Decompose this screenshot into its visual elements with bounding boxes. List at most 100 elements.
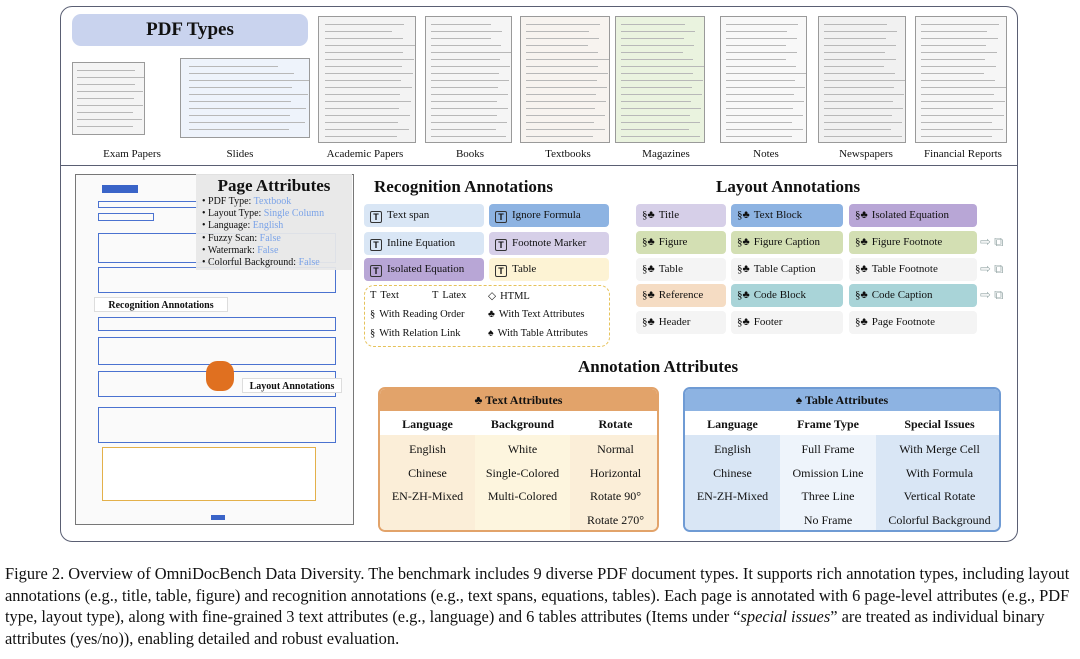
layout-tag: §♣Isolated Equation <box>849 204 977 227</box>
pdf-type-thumbnail <box>318 16 416 143</box>
figure-caption: Figure 2. Overview of OmniDocBench Data … <box>5 563 1075 649</box>
page-attribute-value: False <box>298 257 320 269</box>
page-attribute-row: • PDF Type: Textbook <box>202 196 292 207</box>
attribute-value: With Merge Cell <box>899 442 980 456</box>
page-attributes-title: Page Attributes <box>217 176 331 195</box>
pdf-type-thumbnail <box>720 16 807 143</box>
attribute-value: Rotate 90° <box>589 489 642 503</box>
layout-tag: §♣Footer <box>731 311 843 334</box>
page-attribute-key: Language: <box>208 220 251 232</box>
pdf-type-label: Textbooks <box>545 148 591 160</box>
annotation-type-icon: T <box>495 211 507 223</box>
layout-tag-icon: §♣ <box>855 316 868 328</box>
attribute-column-header: Background <box>475 413 570 435</box>
page-attribute-value: Textbook <box>253 196 292 207</box>
pdf-type-label: Books <box>455 148 485 160</box>
attribute-value: Full Frame <box>801 442 855 456</box>
pdf-type-thumbnail <box>915 16 1007 143</box>
section-divider <box>60 165 1018 166</box>
pdf-type-label: Exam Papers <box>103 148 161 160</box>
layout-tag-icon: §♣ <box>737 263 750 275</box>
pdf-type-thumbnail <box>425 16 512 143</box>
legend-symbol-icon: ♠ <box>488 328 494 339</box>
layout-tag-icon: §♣ <box>855 209 868 221</box>
page-attribute-row: • Layout Type: Single Column <box>202 208 325 220</box>
recognition-legend-item: §With Reading Order <box>370 309 465 320</box>
annotation-type-icon: T <box>370 265 382 277</box>
page-attribute-row: • Colorful Background: False <box>202 257 320 269</box>
recognition-legend-item: ♠With Table Attributes <box>488 328 588 339</box>
attribute-column-header: Rotate <box>570 413 657 435</box>
layout-annotations-title: Layout Annotations <box>716 177 861 196</box>
layout-tag-icon: §♣ <box>642 236 655 248</box>
layout-tag-icon: §♣ <box>737 236 750 248</box>
layout-tag-icon: §♣ <box>737 316 750 328</box>
pdf-types-title: PDF Types <box>72 14 308 46</box>
page-attribute-key: Fuzzy Scan: <box>208 232 258 244</box>
attribute-value: EN-ZH-Mixed <box>696 489 769 503</box>
layout-tag: §♣Text Block <box>731 204 843 227</box>
page-attribute-key: PDF Type: <box>208 196 252 207</box>
annotation-type-icon: T <box>370 239 382 251</box>
layout-tag: §♣Reference <box>636 284 726 307</box>
pdf-type-label: Academic Papers <box>326 148 404 160</box>
layout-tag: §♣Figure <box>636 231 726 254</box>
attribute-value: English <box>409 442 446 456</box>
attribute-value: Rotate 270° <box>586 512 645 527</box>
caption-text-end: ” are treated as individual binary attri… <box>5 607 1045 648</box>
attribute-value: White <box>507 442 538 456</box>
layout-tag: §♣Page Footnote <box>849 311 977 334</box>
layout-tag: §♣Table <box>636 258 726 281</box>
layout-tag-icon: §♣ <box>642 263 655 275</box>
layout-tag-icon: §♣ <box>855 236 868 248</box>
pdf-type-thumbnail <box>180 58 310 138</box>
attribute-value: With Formula <box>905 465 974 480</box>
relation-arrow-icon: ⇨ ⧉ <box>980 261 1004 276</box>
page-attribute-value: False <box>259 232 281 244</box>
page-attribute-row: • Fuzzy Scan: False <box>202 232 281 244</box>
layout-tag-icon: §♣ <box>642 289 655 301</box>
attribute-value: Horizontal <box>589 465 642 480</box>
doc-recognition-callout: Recognition Annotations <box>94 297 228 312</box>
layout-tag-icon: §♣ <box>642 209 655 221</box>
layout-tag: §♣Code Block <box>731 284 843 307</box>
page-attribute-row: • Watermark: False <box>202 244 279 256</box>
attribute-column-header: Language <box>380 413 475 435</box>
annotation-type-icon: T <box>370 211 382 223</box>
recognition-annotations-title: Recognition Annotations <box>374 177 553 196</box>
layout-tag: §♣Figure Footnote <box>849 231 977 254</box>
attribute-value: Vertical Rotate <box>903 489 976 503</box>
page-attribute-key: Layout Type: <box>208 208 262 220</box>
layout-tag: §♣Code Caption <box>849 284 977 307</box>
page-attribute-value: Single Column <box>263 208 325 220</box>
layout-tag-icon: §♣ <box>642 316 655 328</box>
legend-symbol-icon: T <box>432 290 439 301</box>
attribute-column-header: Special Issues <box>876 413 999 435</box>
page-attribute-key: Watermark: <box>207 244 255 256</box>
attribute-value: Colorful Background <box>888 512 991 527</box>
layout-tag: §♣Table Footnote <box>849 258 977 281</box>
attribute-value: No Frame <box>803 512 853 527</box>
annotation-type-icon: T <box>495 265 507 277</box>
page-attribute-row: • Language: English <box>202 220 284 232</box>
attribute-value: Three Line <box>801 489 855 503</box>
page-attribute-value: False <box>257 244 279 256</box>
attribute-value: Chinese <box>408 465 447 480</box>
page-attribute-value: English <box>252 220 284 232</box>
layout-tag: §♣Table Caption <box>731 258 843 281</box>
layout-tag-icon: §♣ <box>737 289 750 301</box>
doc-layout-callout: Layout Annotations <box>242 378 342 393</box>
attribute-column-header: Frame Type <box>780 413 876 435</box>
attribute-value: Normal <box>597 442 634 456</box>
legend-symbol-icon: § <box>370 309 376 320</box>
pdf-type-thumbnail <box>520 16 610 143</box>
